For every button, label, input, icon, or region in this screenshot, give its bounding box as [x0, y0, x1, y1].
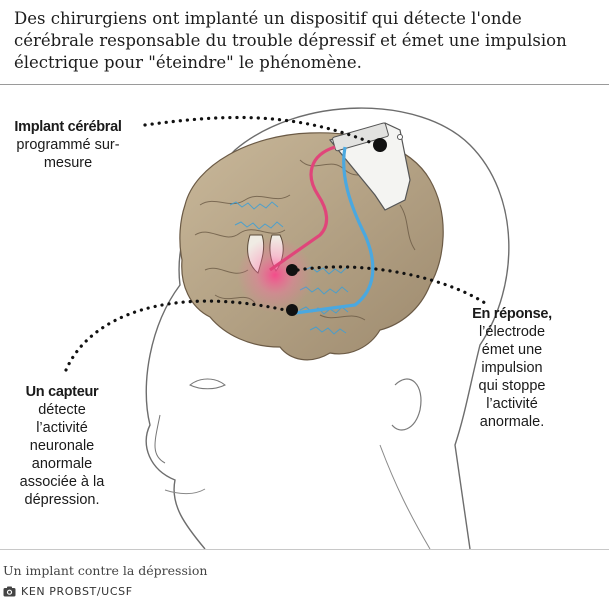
leader-reponse	[296, 265, 487, 305]
label-capteur-title: Un capteur	[25, 384, 99, 400]
implant-device	[328, 122, 411, 211]
red-wire	[269, 145, 336, 272]
bottom-divider	[0, 549, 609, 550]
top-divider	[0, 84, 609, 85]
neck-line	[379, 444, 431, 549]
image-caption: Un implant contre la dépression	[3, 563, 208, 578]
label-reponse-title: En réponse,	[472, 306, 552, 322]
eye	[189, 378, 226, 390]
mouth	[164, 488, 206, 495]
photo-credit: KEN PROBST/UCSF	[3, 585, 133, 598]
label-capteur-line: anormale	[31, 456, 93, 472]
label-reponse-line: anormale.	[479, 414, 545, 430]
label-capteur-line: dépression.	[24, 492, 100, 508]
label-implant-title: Implant cérébral	[14, 119, 122, 135]
camera-icon	[3, 586, 16, 597]
headline: Des chirurgiens ont implanté un disposit…	[14, 9, 567, 72]
label-capteur-line: l’activité	[36, 420, 88, 436]
label-reponse-line: l’activité	[486, 396, 538, 412]
label-reponse: En réponse, l’électrode émet une impulsi…	[452, 305, 572, 431]
label-capteur-line: associée à la	[19, 474, 105, 490]
label-reponse-line: émet une	[481, 342, 543, 358]
label-reponse-line: qui stoppe	[478, 378, 546, 394]
label-capteur-line: détecte	[38, 402, 86, 418]
neural-waves	[229, 201, 349, 335]
credit-text: KEN PROBST/UCSF	[21, 585, 133, 598]
leader-capteur	[64, 299, 287, 372]
label-capteur-line: neuronale	[29, 438, 95, 454]
leader-implant	[143, 115, 374, 145]
label-reponse-line: l’électrode	[478, 324, 546, 340]
electrode-deep	[286, 264, 298, 276]
label-implant-line: mesure	[43, 155, 93, 171]
label-capteur: Un capteur détecte l’activité neuronale …	[4, 383, 120, 509]
nose	[154, 414, 166, 464]
sensor-electrode	[286, 304, 298, 316]
ear	[391, 378, 422, 431]
label-implant: Implant cérébral programmé sur- mesure	[6, 118, 130, 172]
brain-illustration	[64, 107, 510, 549]
blue-wire	[294, 146, 375, 315]
label-implant-line: programmé sur-	[16, 137, 120, 153]
stimulation-glow	[237, 237, 313, 313]
label-reponse-line: impulsion	[481, 360, 543, 376]
